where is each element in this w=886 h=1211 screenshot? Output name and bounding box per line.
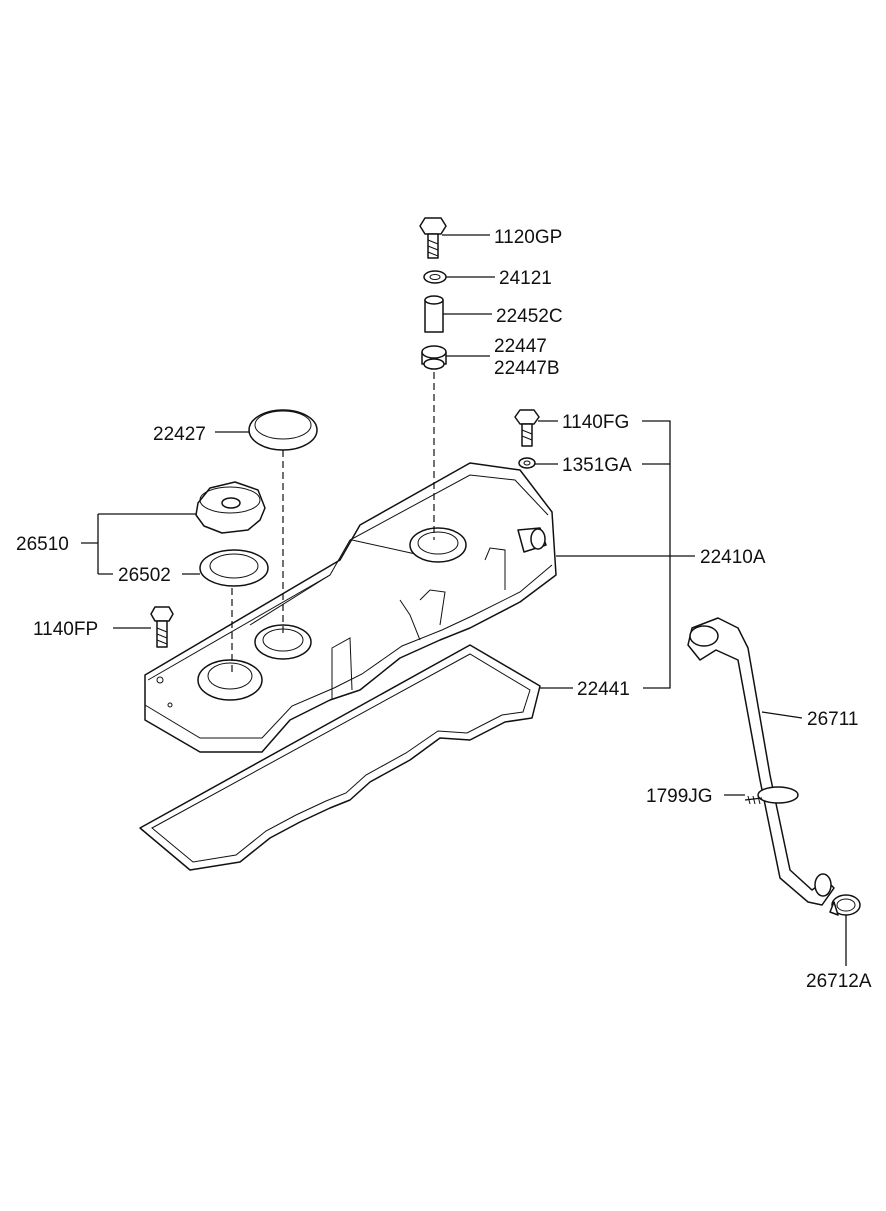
label-26711: 26711: [807, 709, 858, 730]
dashed-guides: [231, 372, 435, 672]
label-26510: 26510: [16, 534, 69, 555]
label-22447B: 22447B: [494, 358, 560, 379]
label-22452C: 22452C: [496, 306, 563, 327]
bolt-1120GP: [419, 217, 447, 259]
cap-22427: [248, 409, 318, 451]
leader-lines: [81, 234, 847, 966]
sleeve-22452C: [424, 295, 444, 333]
gasket-22441: [139, 644, 541, 871]
bolt-1140FG: [514, 409, 540, 447]
label-1120GP: 1120GP: [494, 227, 562, 248]
clip-1799JG: [744, 786, 799, 805]
hose-26711: [687, 617, 835, 906]
cover-22410A: [144, 462, 557, 753]
label-24121: 24121: [499, 268, 552, 289]
label-22427: 22427: [153, 424, 206, 445]
filler-cap-26510: [195, 481, 266, 534]
washer-1351GA: [518, 457, 536, 469]
label-26712A: 26712A: [806, 971, 872, 992]
label-22447: 22447: [494, 336, 547, 357]
label-22410A: 22410A: [700, 547, 766, 568]
label-26502: 26502: [118, 565, 171, 586]
label-1799JG: 1799JG: [646, 786, 713, 807]
seal-26502: [199, 549, 269, 587]
washer-24121: [423, 270, 447, 284]
bolt-1140FP: [150, 606, 174, 648]
clamp-26712A: [829, 894, 861, 916]
label-1140FG: 1140FG: [562, 412, 629, 433]
grommet-22447: [421, 345, 447, 370]
label-22441: 22441: [577, 679, 630, 700]
label-1140FP: 1140FP: [33, 619, 98, 640]
label-1351GA: 1351GA: [562, 455, 632, 476]
